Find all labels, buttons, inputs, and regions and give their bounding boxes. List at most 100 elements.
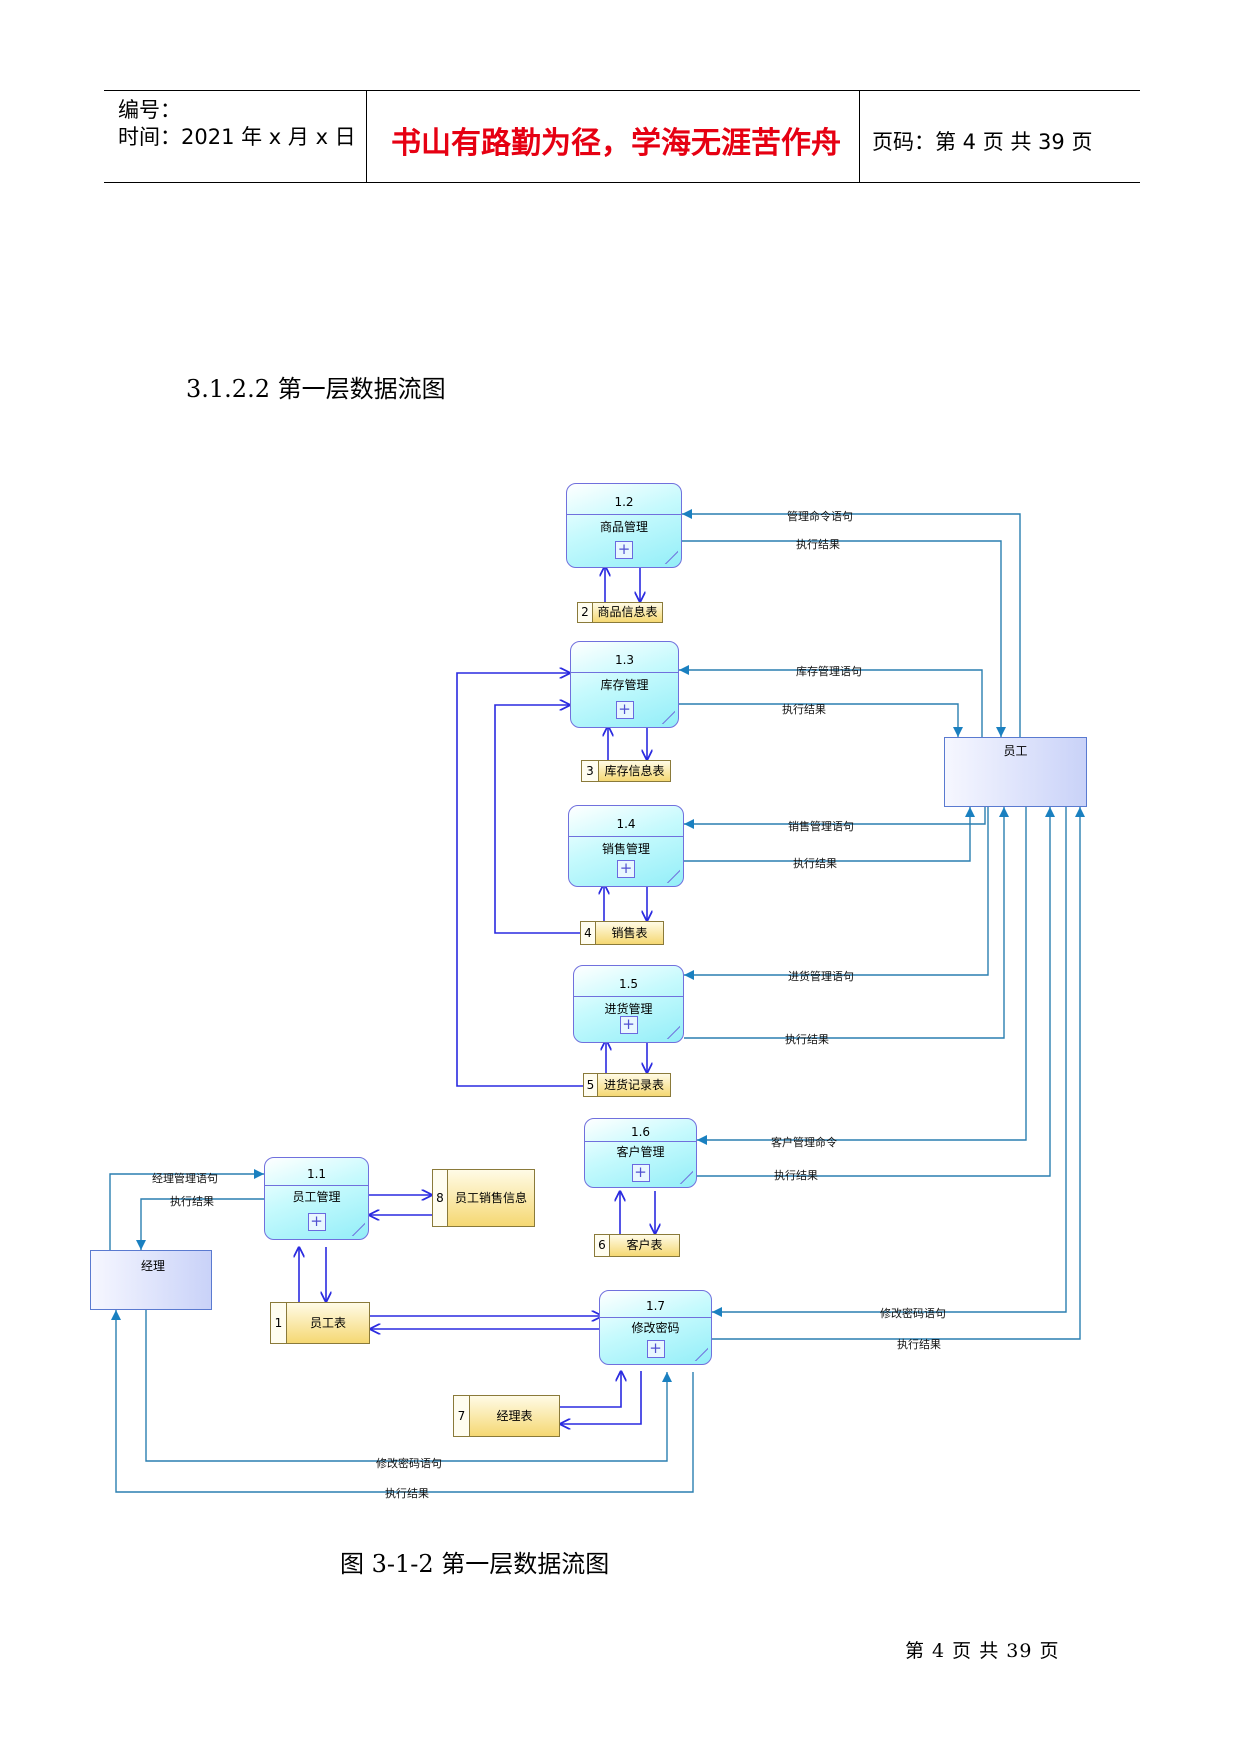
store-name: 进货记录表 — [603, 1078, 664, 1092]
flow-label-p17-res: 执行结果 — [897, 1338, 941, 1351]
header-divider-right — [859, 90, 860, 183]
expand-plus-icon[interactable]: + — [631, 1164, 650, 1182]
process-divider — [574, 996, 683, 997]
flow-label-p11-cmd: 经理管理语句 — [152, 1172, 218, 1185]
flow-employee-to-p13 — [679, 665, 983, 737]
store-name: 经理表 — [496, 1409, 533, 1423]
store-id: 5 — [584, 1074, 598, 1096]
flow-employee-to-p12 — [682, 509, 1021, 737]
process-name: 库存管理 — [600, 678, 649, 692]
flow-p14-to-employee — [684, 807, 975, 862]
entity-employee[interactable]: 员工 — [944, 737, 1087, 807]
flow-s5-to-p13 — [456, 673, 583, 1087]
process-divider — [569, 836, 683, 837]
store-1[interactable]: 1 员工表 — [270, 1302, 370, 1344]
page-footer: 第 4 页 共 39 页 — [905, 1640, 1060, 1662]
expand-plus-icon[interactable]: + — [307, 1213, 326, 1231]
header-time-label: 时间：2021 年 x 月 x 日 — [118, 125, 356, 149]
header-divider-left — [366, 90, 367, 183]
process-divider — [571, 672, 678, 673]
store-id: 1 — [271, 1303, 287, 1343]
flow-label-p14-res: 执行结果 — [793, 857, 837, 870]
store-5[interactable]: 5 进货记录表 — [583, 1073, 671, 1097]
flow-p11-to-manager — [136, 1198, 264, 1250]
flow-employee-to-p15 — [684, 807, 989, 980]
flow-p15-to-employee — [684, 807, 1009, 1039]
process-name: 员工管理 — [292, 1190, 341, 1204]
entity-label: 员工 — [1003, 744, 1028, 758]
flow-label-manager-res: 执行结果 — [385, 1487, 429, 1500]
process-name: 客户管理 — [616, 1145, 665, 1159]
process-id: 1.6 — [630, 1125, 651, 1139]
store-3[interactable]: 3 库存信息表 — [581, 760, 671, 782]
store-id: 3 — [582, 761, 599, 781]
process-name: 销售管理 — [601, 842, 650, 856]
flow-label-p12-res: 执行结果 — [796, 538, 840, 551]
figure-caption: 图 3-1-2 第一层数据流图 — [340, 1550, 610, 1578]
store-name: 库存信息表 — [604, 764, 665, 778]
expand-plus-icon[interactable]: + — [646, 1340, 665, 1358]
store-id: 2 — [578, 603, 593, 622]
store-name: 销售表 — [611, 926, 648, 940]
flow-employee-to-p16 — [697, 807, 1027, 1145]
flow-label-p16-cmd: 客户管理命令 — [771, 1136, 837, 1149]
store-name: 商品信息表 — [597, 605, 658, 619]
flow-label-p16-res: 执行结果 — [774, 1169, 818, 1182]
flow-s4-to-p13 — [494, 705, 580, 934]
flow-label-p12-cmd: 管理命令语句 — [787, 510, 853, 523]
process-name: 商品管理 — [599, 520, 648, 534]
process-1-6[interactable]: 1.6 客户管理 + — [584, 1118, 697, 1188]
process-id: 1.2 — [614, 495, 634, 509]
flow-label-manager-cmd: 修改密码语句 — [376, 1457, 442, 1470]
flow-p16-to-employee — [697, 807, 1055, 1177]
flow-manager-to-p17 — [145, 1307, 672, 1462]
store-name: 客户表 — [626, 1238, 663, 1252]
flow-p17-to-employee — [712, 807, 1085, 1340]
entity-manager[interactable]: 经理 — [90, 1250, 212, 1310]
process-divider — [567, 514, 681, 515]
flow-label-p15-res: 执行结果 — [785, 1033, 829, 1046]
expand-plus-icon[interactable]: + — [619, 1016, 638, 1034]
expand-plus-icon[interactable]: + — [617, 860, 635, 878]
process-1-4[interactable]: 1.4 销售管理 + — [568, 805, 684, 887]
corner-mark-icon — [351, 1222, 365, 1236]
process-divider — [265, 1185, 368, 1186]
process-1-3[interactable]: 1.3 库存管理 + — [570, 641, 679, 728]
expand-plus-icon[interactable]: + — [615, 541, 633, 559]
store-4[interactable]: 4 销售表 — [580, 921, 664, 945]
process-id: 1.3 — [614, 653, 635, 667]
process-id: 1.5 — [618, 977, 639, 991]
flow-p13-to-employee — [679, 703, 963, 737]
flow-label-p11-res: 执行结果 — [170, 1195, 214, 1208]
entity-flows — [109, 509, 1085, 1493]
process-name: 修改密码 — [631, 1321, 680, 1335]
corner-mark-icon — [694, 1347, 708, 1361]
process-1-7[interactable]: 1.7 修改密码 + — [599, 1290, 712, 1365]
process-1-2[interactable]: 1.2 商品管理 + — [566, 483, 682, 568]
header-bottom-rule — [104, 182, 1140, 183]
store-id: 7 — [454, 1396, 470, 1436]
store-6[interactable]: 6 客户表 — [594, 1234, 680, 1257]
flow-label-p13-res: 执行结果 — [782, 703, 826, 716]
flow-s7-to-p17 — [560, 1371, 621, 1408]
flow-label-p13-cmd: 库存管理语句 — [796, 665, 862, 678]
process-1-1[interactable]: 1.1 员工管理 + — [264, 1157, 369, 1240]
header-number-label: 编号： — [118, 98, 181, 122]
process-id: 1.7 — [645, 1299, 666, 1313]
store-id: 4 — [581, 922, 596, 944]
process-1-5[interactable]: 1.5 进货管理 + — [573, 965, 684, 1043]
section-heading: 3.1.2.2 第一层数据流图 — [186, 375, 446, 403]
header-motto: 书山有路勤为径，学海无涯苦作舟 — [391, 126, 841, 161]
store-7[interactable]: 7 经理表 — [453, 1395, 560, 1437]
flow-p17-to-manager — [111, 1310, 694, 1493]
store-id: 8 — [433, 1170, 448, 1226]
corner-mark-icon — [661, 710, 675, 724]
store-name: 员工销售信息 — [454, 1191, 527, 1205]
store-8[interactable]: 8 员工销售信息 — [432, 1169, 535, 1227]
process-id: 1.4 — [616, 817, 636, 831]
flow-label-p17-cmd: 修改密码语句 — [880, 1307, 946, 1320]
store-2[interactable]: 2 商品信息表 — [577, 602, 663, 623]
corner-mark-icon — [664, 550, 678, 564]
expand-plus-icon[interactable]: + — [615, 701, 634, 719]
flow-label-p14-cmd: 销售管理语句 — [788, 820, 854, 833]
